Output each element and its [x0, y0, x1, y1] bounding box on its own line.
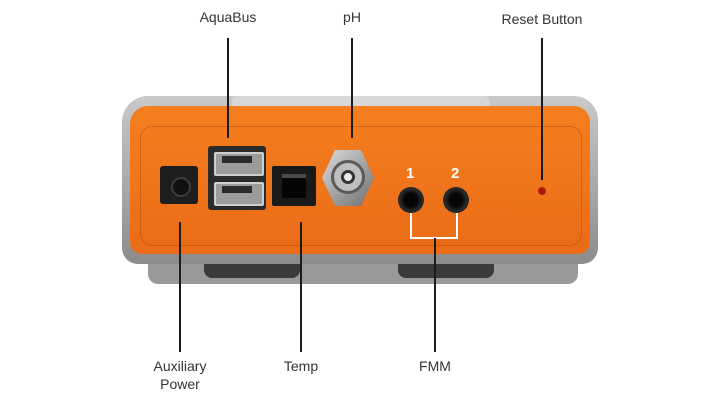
- aquabus-port-bottom-tongue: [222, 186, 252, 193]
- aquabus-label: AquaBus: [199, 9, 257, 25]
- fmm-jack-1: [398, 187, 424, 213]
- fmm-jack-1-number: 1: [406, 165, 415, 182]
- panel-inner-outline: [140, 126, 582, 246]
- fmm-label: FMM: [419, 358, 451, 374]
- reset-button-label: Reset Button: [501, 11, 583, 27]
- temp-port-socket: [282, 174, 306, 198]
- reset-callout-line: [541, 38, 543, 180]
- aux-power-callout-line: [179, 222, 181, 352]
- aquabus-port-top-tongue: [222, 156, 252, 163]
- auxiliary-power-label-line2: Power: [160, 376, 200, 392]
- fmm-jack-2-number: 2: [451, 165, 460, 182]
- temp-callout-line: [300, 222, 302, 352]
- fmm-bracket-left: [410, 213, 412, 239]
- fmm-callout-line: [434, 238, 436, 352]
- temp-label: Temp: [283, 358, 319, 374]
- auxiliary-power-label-line1: Auxiliary: [153, 358, 207, 374]
- ph-bnc-center-pin: [341, 170, 355, 184]
- reset-button-indicator: [538, 187, 546, 195]
- ph-callout-line: [351, 38, 353, 138]
- auxiliary-power-socket: [171, 177, 191, 197]
- device-top-lip: [232, 96, 490, 108]
- fmm-jack-2: [443, 187, 469, 213]
- ph-label: pH: [343, 9, 361, 25]
- fmm-bracket-right: [456, 213, 458, 239]
- aquabus-callout-line: [227, 38, 229, 138]
